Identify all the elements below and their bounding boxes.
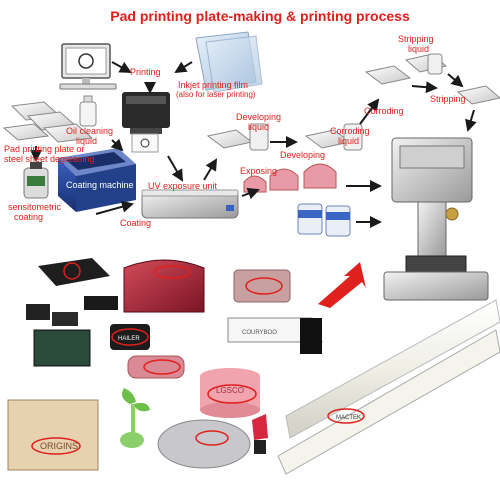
- pad-printing-machine-illustration: [383, 137, 489, 301]
- label-exposing: Exposing: [240, 166, 278, 176]
- label-stripping: Stripping: [430, 94, 466, 104]
- label-inkjet-film-note: (also for laser printing): [176, 90, 256, 99]
- label-corroding-liquid-1: Corroding: [330, 126, 370, 136]
- degreasing-plates-illustration: [2, 101, 94, 143]
- label-developing-liquid-1: Developing: [236, 112, 282, 122]
- product-samples-illustration: [7, 258, 500, 475]
- label-sensitometric-1: sensitometric: [8, 202, 62, 212]
- label-degreasing-1: Pad printing plate or: [4, 144, 85, 154]
- label-oil-cleaning: Oil cleaning: [66, 126, 114, 136]
- label-coating-machine: Coating machine: [66, 180, 134, 190]
- oil-cleaning-bottle: [79, 95, 97, 127]
- label-stripping-liquid-2: liquid: [408, 44, 430, 54]
- uv-exposure-unit-illustration: [141, 189, 239, 219]
- diagram-title: Pad printing plate-making & printing pro…: [110, 8, 410, 24]
- label-developing-liquid-2: liquid: [248, 122, 270, 132]
- label-stripping-liquid-1: Stripping: [398, 34, 434, 44]
- sample-text-hailer: HAILER: [118, 336, 140, 342]
- label-developing: Developing: [280, 150, 326, 160]
- sample-text-lgsco: LGSCO: [216, 386, 244, 395]
- sensitometric-coating-bottle: [23, 162, 49, 199]
- printer-illustration: [122, 92, 170, 153]
- inkjet-film-illustration: [195, 31, 263, 93]
- sample-text-origins: ORIGINS: [40, 441, 78, 451]
- label-sensitometric-2: coating: [14, 212, 44, 222]
- sample-text-couryboo: COURYBOO: [242, 330, 277, 336]
- computer-illustration: [59, 43, 117, 90]
- label-oil-cleaning-2: liquid: [76, 136, 98, 146]
- label-degreasing-2: steel sheet degreasing: [4, 154, 95, 164]
- label-printing: Printing: [130, 67, 161, 77]
- big-red-arrow: [318, 262, 366, 308]
- sample-text-mactek: MACTEK: [336, 415, 361, 421]
- label-coating: Coating: [120, 218, 152, 228]
- label-corroding-liquid-2: liquid: [338, 136, 360, 146]
- process-plates-illustration: [206, 53, 500, 151]
- process-arrows: [30, 61, 477, 228]
- coating-machine-illustration: [58, 148, 136, 212]
- ink-cans-illustration: [297, 203, 351, 237]
- label-uv-exposure: UV exposure unit: [148, 181, 218, 191]
- label-inkjet-film: Inkjet printing film: [178, 80, 249, 90]
- label-corroding: Corroding: [364, 106, 404, 116]
